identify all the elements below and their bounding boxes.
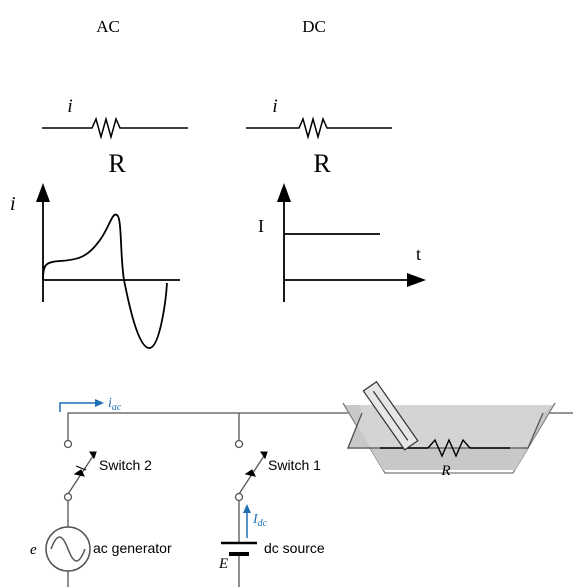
dc-current-arrow: Idc — [243, 504, 268, 538]
thermometer-icon — [362, 380, 419, 451]
ac-current-arrow: iac — [59, 396, 122, 413]
heading-dc: DC — [302, 17, 326, 36]
ac-resistor-zigzag — [42, 116, 188, 140]
dc-resistor-label: R — [313, 149, 331, 178]
ac-resistor-label: R — [108, 149, 126, 178]
switch-2-arrow-icon — [73, 469, 86, 477]
generator-symbol: e — [30, 542, 37, 558]
heater-resistor-label: R — [440, 463, 450, 479]
ac-current-main: i — [108, 396, 112, 411]
heater-resistor-zigzag — [427, 438, 471, 458]
dc-axis-label: I — [258, 216, 264, 236]
switch-2-arrow-line — [75, 465, 87, 471]
dc-current-label: i — [272, 96, 277, 117]
dc-current-main: I — [252, 512, 259, 527]
ac-generator-label: ac generator — [93, 540, 172, 556]
ac-current-sub: ac — [112, 402, 122, 413]
dc-y-axis-arrow-icon — [277, 183, 291, 202]
dc-resistor-symbol: i R — [246, 96, 392, 178]
dc-x-axis-arrow-icon — [407, 273, 426, 287]
dc-current-sub: dc — [258, 518, 268, 529]
switch-2-top-contact — [63, 439, 73, 449]
switch-1-arrowhead-icon — [259, 451, 268, 460]
thermometer-column — [372, 390, 409, 441]
heading-ac: AC — [96, 17, 120, 36]
ac-current-arrow-line — [59, 402, 96, 412]
dc-current-label-text: Idc — [252, 512, 268, 529]
dc-current-arrowhead-icon — [243, 504, 251, 513]
battery-symbol: E — [218, 556, 228, 572]
ac-generator-sine-icon — [50, 536, 86, 562]
switch-1-top-contact — [234, 439, 244, 449]
switch-1-bottom-contact — [234, 492, 244, 502]
dc-source-label: dc source — [264, 540, 325, 556]
ac-current-arrowhead-icon — [95, 399, 104, 407]
switch-1-arrow-icon — [244, 469, 257, 477]
switch-1-label: Switch 1 — [268, 457, 321, 473]
switch-2-bottom-contact — [63, 492, 73, 502]
switch-arrows — [73, 451, 268, 477]
ac-y-axis-arrow-icon — [36, 183, 50, 202]
dc-time-label: t — [416, 244, 421, 264]
ac-axis-label: i — [10, 193, 16, 215]
switch-2-arrowhead-icon — [88, 451, 97, 460]
ac-current-label-text: iac — [108, 396, 122, 413]
ac-current-label: i — [67, 96, 72, 117]
ac-current-waveform — [42, 213, 168, 349]
tank-water-shade — [345, 405, 553, 470]
switch-2-label: Switch 2 — [99, 457, 152, 473]
ac-waveform-graph: i — [10, 183, 180, 349]
dc-resistor-zigzag — [246, 116, 392, 140]
ac-resistor-symbol: i R — [42, 96, 188, 178]
dc-waveform-graph: I t — [258, 183, 426, 302]
